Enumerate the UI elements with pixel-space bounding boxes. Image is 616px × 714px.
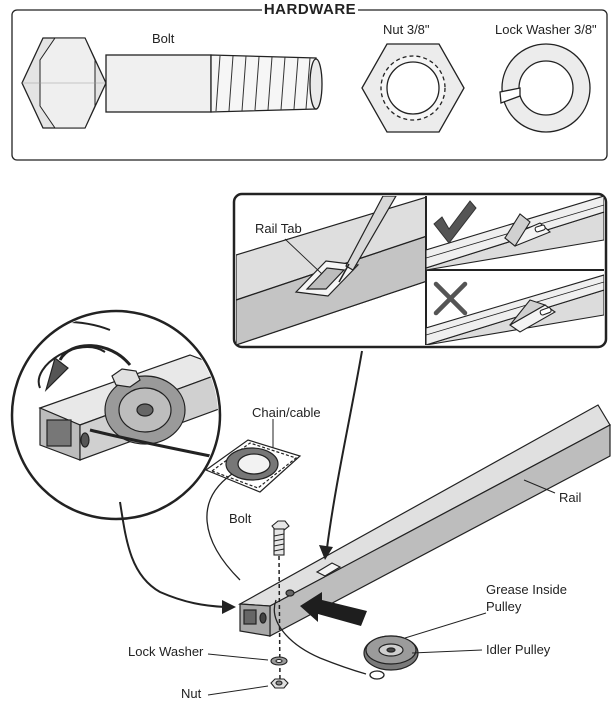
nut-label: Nut	[181, 686, 202, 701]
rail-label: Rail	[559, 490, 582, 505]
x-mark-icon	[433, 281, 468, 316]
grease-inside-label: Grease Inside	[486, 582, 567, 597]
rail-illustration	[237, 404, 611, 637]
bolt-illustration	[21, 37, 323, 129]
nut-hardware-label: Nut 3/8"	[383, 22, 430, 37]
callout-arrows	[119, 350, 556, 696]
check-mark-icon	[433, 200, 477, 244]
lock-washer-hardware-label: Lock Washer 3/8"	[495, 22, 597, 37]
bolt-hardware-label: Bolt	[152, 31, 175, 46]
bolt-label: Bolt	[229, 511, 252, 526]
lock-washer-label: Lock Washer	[128, 644, 204, 659]
hardware-title: HARDWARE	[262, 1, 358, 18]
chain-cable-box	[204, 439, 302, 493]
bolt-part	[271, 520, 290, 556]
rail-tab-inset	[232, 192, 608, 349]
chain-cable-label: Chain/cable	[252, 405, 321, 420]
arrowheads	[222, 545, 333, 614]
nut-part	[270, 678, 289, 689]
lock-washer-part	[270, 656, 288, 666]
idler-pulley-label: Idler Pulley	[486, 642, 551, 657]
rail-tab-label: Rail Tab	[255, 221, 302, 236]
nut-illustration	[361, 43, 465, 133]
cable-line	[206, 473, 385, 680]
lock-washer-illustration	[499, 43, 591, 133]
grease-pulley-label: Pulley	[486, 599, 522, 614]
idler-pulley-part	[363, 635, 419, 671]
insert-arrow-icon	[300, 592, 367, 626]
pulley-detail-circle	[10, 309, 222, 521]
